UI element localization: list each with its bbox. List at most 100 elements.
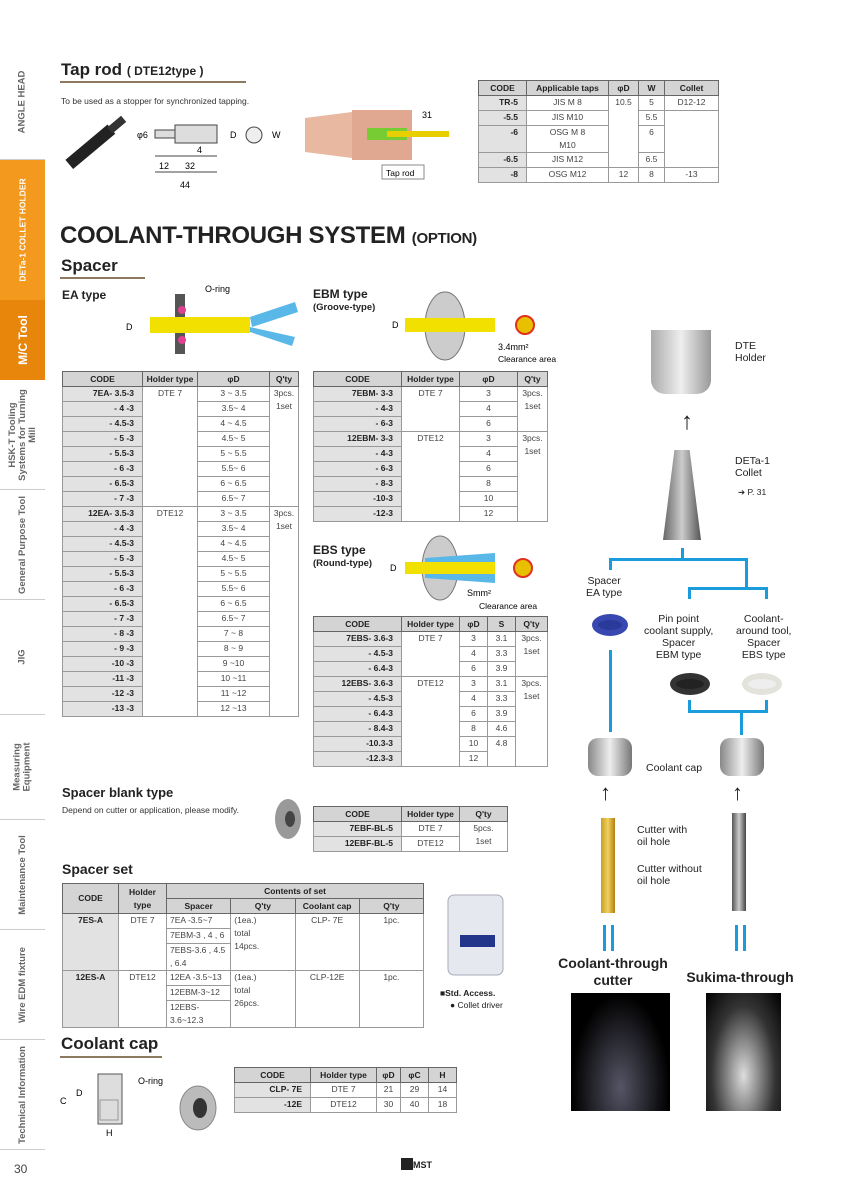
table-cell: - 8.4-3 (313, 721, 402, 737)
table-cell: -10.3-3 (313, 736, 402, 752)
table-cell: 7EBS-3.6 , 4.5 , 6.4 (165, 943, 232, 971)
sidebar-tab[interactable]: Maintenance Tool (0, 820, 45, 930)
table-cell: 7EBM-3 , 4 , 6 (165, 928, 232, 944)
ebm-spacer-image (670, 673, 710, 695)
table-cell: JIS M12 (526, 152, 609, 168)
table-cell: 4 ~ 4.5 (197, 416, 270, 432)
table-cell: DTE12 (118, 970, 167, 1028)
table-cell: DTE 7 (401, 631, 460, 677)
table-cell: 30 (376, 1097, 401, 1113)
table-cell: - 4-3 (313, 446, 402, 462)
cap-h-label: H (106, 1128, 113, 1138)
sukima-through-label: Sukima-through (686, 969, 794, 985)
table-cell: 7EBS- 3.6-3 (313, 631, 402, 647)
table-cell: 3pcs. 1set (517, 431, 548, 522)
column-header: Contents of set (166, 883, 424, 899)
table-cell: 12EBS- 3.6-3 (313, 676, 402, 692)
column-header: S (487, 616, 516, 632)
table-cell: 6 ~ 6.5 (197, 476, 270, 492)
table-cell: - 5.5-3 (62, 566, 143, 582)
table-cell: - 6.5-3 (62, 596, 143, 612)
table-cell: 8 (638, 167, 665, 183)
table-cell (664, 110, 719, 168)
ea-type-title: EA type (62, 288, 107, 302)
sidebar-tab[interactable]: Measuring Equipment (0, 715, 45, 820)
column-header: CODE (234, 1067, 311, 1083)
table-cell: 8 ~ 9 (197, 641, 270, 657)
sidebar-tab[interactable]: Wire EDM fixture (0, 930, 45, 1040)
table-cell: 12 (459, 751, 488, 767)
column-header: Holder type (142, 371, 198, 387)
table-cell: - 5.5-3 (62, 446, 143, 462)
table-cell: DTE 7 (142, 386, 198, 507)
sidebar-tab[interactable]: DETa-1 COLLET HOLDER (0, 160, 45, 300)
table-cell: OSG M12 (526, 167, 609, 183)
table-cell: 1pc. (358, 913, 425, 971)
sidebar-tab[interactable]: General Purpose Tool (0, 490, 45, 600)
column-header: Holder type (118, 883, 167, 914)
tap-rod-callout: Tap rod (386, 168, 415, 178)
table-cell: 12EBM-3~12 (165, 985, 232, 1001)
column-header: CODE (313, 806, 402, 822)
table-cell: 6.5~ 7 (197, 491, 270, 507)
table-cell: - 4.5-3 (62, 536, 143, 552)
table-cell: 21 (376, 1082, 401, 1098)
dim-d: D (230, 130, 237, 140)
sidebar-tab-label: JIG (16, 649, 28, 665)
table-cell: DTE 7 (401, 386, 460, 432)
coolant-cap-label: Coolant cap (646, 762, 703, 774)
sidebar-tab[interactable]: Technical Information (0, 1040, 45, 1150)
table-cell: 3.5~ 4 (197, 521, 270, 537)
sidebar-tab-label: Maintenance Tool (16, 834, 28, 915)
std-access-title: ■Std. Access. (440, 988, 496, 998)
table-cell: 4 (459, 691, 488, 707)
table-cell: - 6-3 (313, 461, 402, 477)
dim-12: 12 (159, 161, 169, 171)
sidebar-tab[interactable]: JIG (0, 600, 45, 715)
table-cell: 3 (459, 631, 488, 647)
table-cell: 4.8 (487, 736, 516, 767)
table-cell: 10 ~11 (197, 671, 270, 687)
collet-label: DETa-1 Collet (735, 455, 771, 479)
spacer-blank-title: Spacer blank type (62, 785, 174, 800)
column-header: H (428, 1067, 457, 1083)
ebs-area: Smm² (467, 588, 491, 598)
table-cell: 1pc. (358, 970, 425, 1028)
dim-4: 4 (197, 145, 202, 155)
table-cell: 14 (428, 1082, 457, 1098)
table-cell: 12EBM- 3-3 (313, 431, 402, 447)
spacer-blank-image (275, 799, 301, 839)
table-cell: - 4.5-3 (313, 691, 402, 707)
sidebar-tab[interactable]: HSK-T Tooling Systems for Turning Mill (0, 380, 45, 490)
table-cell: 3.1 (487, 676, 516, 692)
page-number: 30 (14, 1162, 28, 1176)
sidebar-tab[interactable]: M/C Tool (0, 300, 45, 380)
ebs-type-title: EBS type (313, 543, 366, 557)
table-cell: 6 (459, 706, 488, 722)
sidebar-tab[interactable]: ANGLE HEAD (0, 45, 45, 160)
coolant-cap-image-right (720, 738, 764, 776)
table-cell: - 5 -3 (62, 551, 143, 567)
table-cell: DTE12 (401, 836, 460, 852)
column-header: Holder type (310, 1067, 377, 1083)
column-header: Collet (664, 80, 719, 96)
sidebar-tab-label: Technical Information (16, 1045, 28, 1144)
table-cell: - 4.5-3 (313, 646, 402, 662)
